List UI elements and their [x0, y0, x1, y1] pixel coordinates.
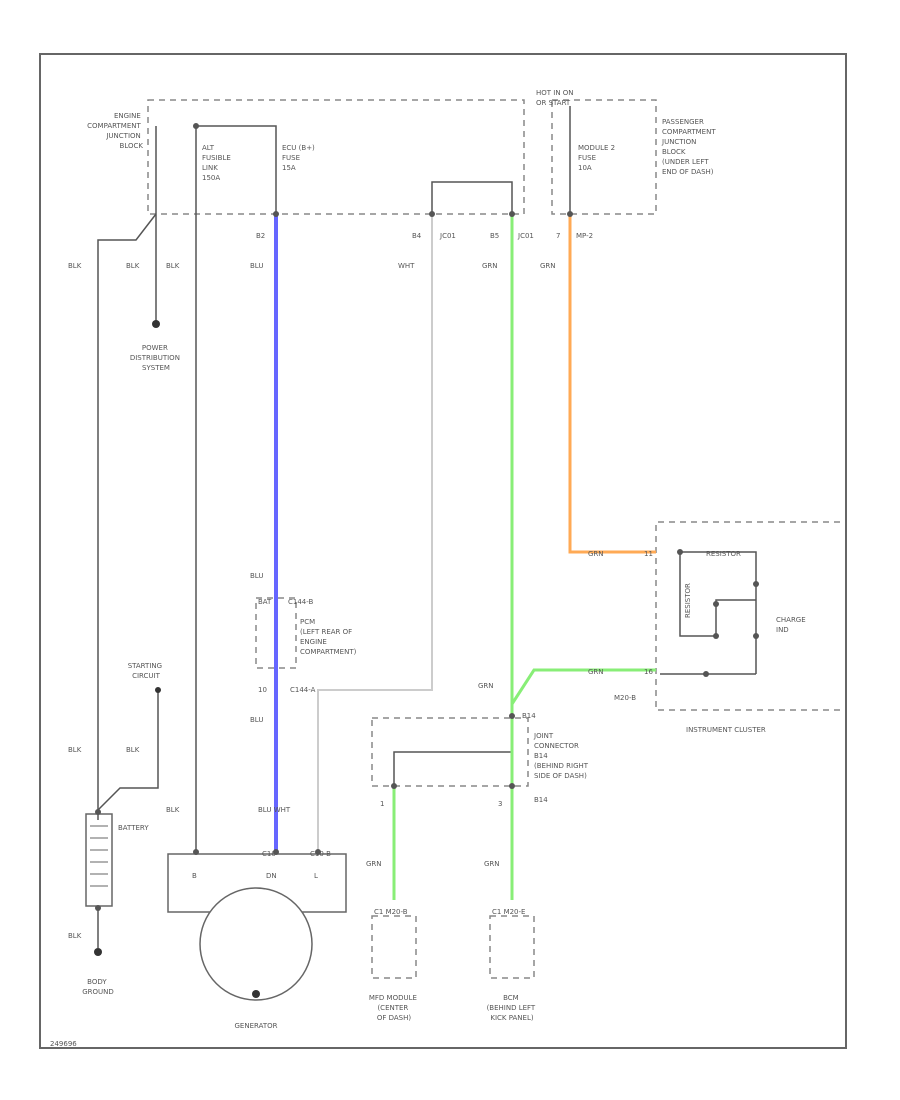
conn-b14: B14: [522, 712, 536, 720]
wire-blk3-label: BLK: [166, 262, 180, 270]
blu-pcm-label: BLU: [250, 572, 263, 580]
starting-dot: [155, 687, 161, 693]
conn-jc01a: JC01: [439, 232, 456, 240]
blk-ground-label: BLK: [68, 932, 82, 940]
blu-wht-label: BLU WHT: [258, 806, 291, 814]
gen-conn1: C10: [262, 850, 276, 858]
power-dist-label: POWER DISTRIBUTION SYSTEM: [130, 344, 182, 372]
grn-left-label: GRN: [366, 860, 382, 868]
battery-label: BATTERY: [118, 824, 149, 832]
grn-orn-label: GRN: [588, 550, 604, 558]
gen-pin-l: L: [314, 872, 318, 880]
charge-ind-label: CHARGE IND: [776, 616, 808, 634]
instrument-cluster-box: [655, 521, 840, 711]
body-ground-dot: [94, 948, 102, 956]
mfd-conn: C1 M20-B: [374, 908, 408, 916]
ic-resistor-left: RESISTOR: [684, 583, 692, 618]
pcm-bat: BAT: [258, 598, 272, 606]
ic-conn: M20-B: [614, 694, 636, 702]
pin-1: 1: [380, 800, 384, 808]
mfd-module-box: [371, 915, 417, 979]
wire-grn-ic: [510, 668, 656, 705]
pcm-label: PCM (LEFT REAR OF ENGINE COMPARTMENT): [300, 618, 357, 656]
conn-jc01b: JC01: [517, 232, 534, 240]
passenger-block-label: PASSENGER COMPARTMENT JUNCTION BLOCK (UN…: [661, 118, 718, 176]
ic-resistor-top: RESISTOR: [706, 550, 741, 558]
wire-blu1-label: BLU: [250, 262, 263, 270]
bcm-box: [489, 915, 535, 979]
engine-junction-block: [147, 99, 525, 215]
battery-cells: [90, 825, 108, 887]
ic-pin-top: 11: [644, 550, 653, 558]
starting-label: STARTING CIRCUIT: [128, 662, 165, 680]
battery-body: [85, 813, 113, 907]
blk-bat-label: BLK: [126, 746, 140, 754]
joint-connector-box: [371, 717, 529, 787]
engine-block-label: ENGINE COMPARTMENT JUNCTION BLOCK: [87, 112, 143, 150]
blk-gen-label: BLK: [166, 806, 180, 814]
blu-lower-label: BLU: [250, 716, 263, 724]
body-ground-label: BODY GROUND: [82, 978, 114, 996]
pcm-conn: C144-B: [288, 598, 314, 606]
black-wires: [97, 106, 757, 948]
diagram-frame: [39, 53, 847, 1049]
pin-b4: B4: [412, 232, 422, 240]
generator-ground-dot: [252, 990, 260, 998]
wire-grn1-label: GRN: [482, 262, 498, 270]
wire-orn: [568, 216, 656, 554]
bcm-label: BCM (BEHIND LEFT KICK PANEL): [487, 994, 538, 1022]
grn-junction-label: GRN: [478, 682, 494, 690]
pin-b5: B5: [490, 232, 499, 240]
pin-7: 7: [556, 232, 560, 240]
joint-connector-label: JOINT CONNECTOR B14 (BEHIND RIGHT SIDE O…: [533, 732, 590, 780]
generator-rotor: [199, 887, 313, 1001]
ic-pin-bot: 16: [644, 668, 653, 676]
pcm-pin: 10: [258, 686, 267, 694]
blk-left-label: BLK: [68, 746, 82, 754]
splice-dots: [95, 123, 759, 911]
grn-ic-label: GRN: [588, 668, 604, 676]
power-dist-dot: [152, 320, 160, 328]
wire-grn2-label: GRN: [540, 262, 556, 270]
module-fuse-label: MODULE 2 FUSE 10A: [578, 144, 617, 172]
conn-b14b: B14: [534, 796, 548, 804]
ecu-fuse-label: ECU (B+) FUSE 15A: [282, 144, 317, 172]
mfd-label: MFD MODULE (CENTER OF DASH): [369, 994, 419, 1022]
instrument-cluster-label: INSTRUMENT CLUSTER: [686, 726, 766, 734]
pin-b2: B2: [256, 232, 265, 240]
hot-label: HOT IN ON OR START: [536, 89, 576, 107]
passenger-junction-block: [551, 99, 657, 215]
wire-blk1-label: BLK: [68, 262, 82, 270]
gen-pin-dn: DN: [266, 872, 277, 880]
grn-right-label: GRN: [484, 860, 500, 868]
bcm-conn: C1 M20-E: [492, 908, 525, 916]
wire-blk2-label: BLK: [126, 262, 140, 270]
conn-mp: MP-2: [576, 232, 593, 240]
diagram-id: 249696: [50, 1040, 77, 1048]
generator-label: GENERATOR: [235, 1022, 278, 1030]
pin-3: 3: [498, 800, 502, 808]
alt-fuse-label: ALT FUSIBLE LINK 150A: [202, 144, 233, 182]
wire-wht: [317, 216, 433, 852]
gen-pin-b: B: [192, 872, 197, 880]
wire-wht1-label: WHT: [398, 262, 415, 270]
pcm-conn2: C144-A: [290, 686, 316, 694]
gen-conn2: C10-B: [310, 850, 331, 858]
